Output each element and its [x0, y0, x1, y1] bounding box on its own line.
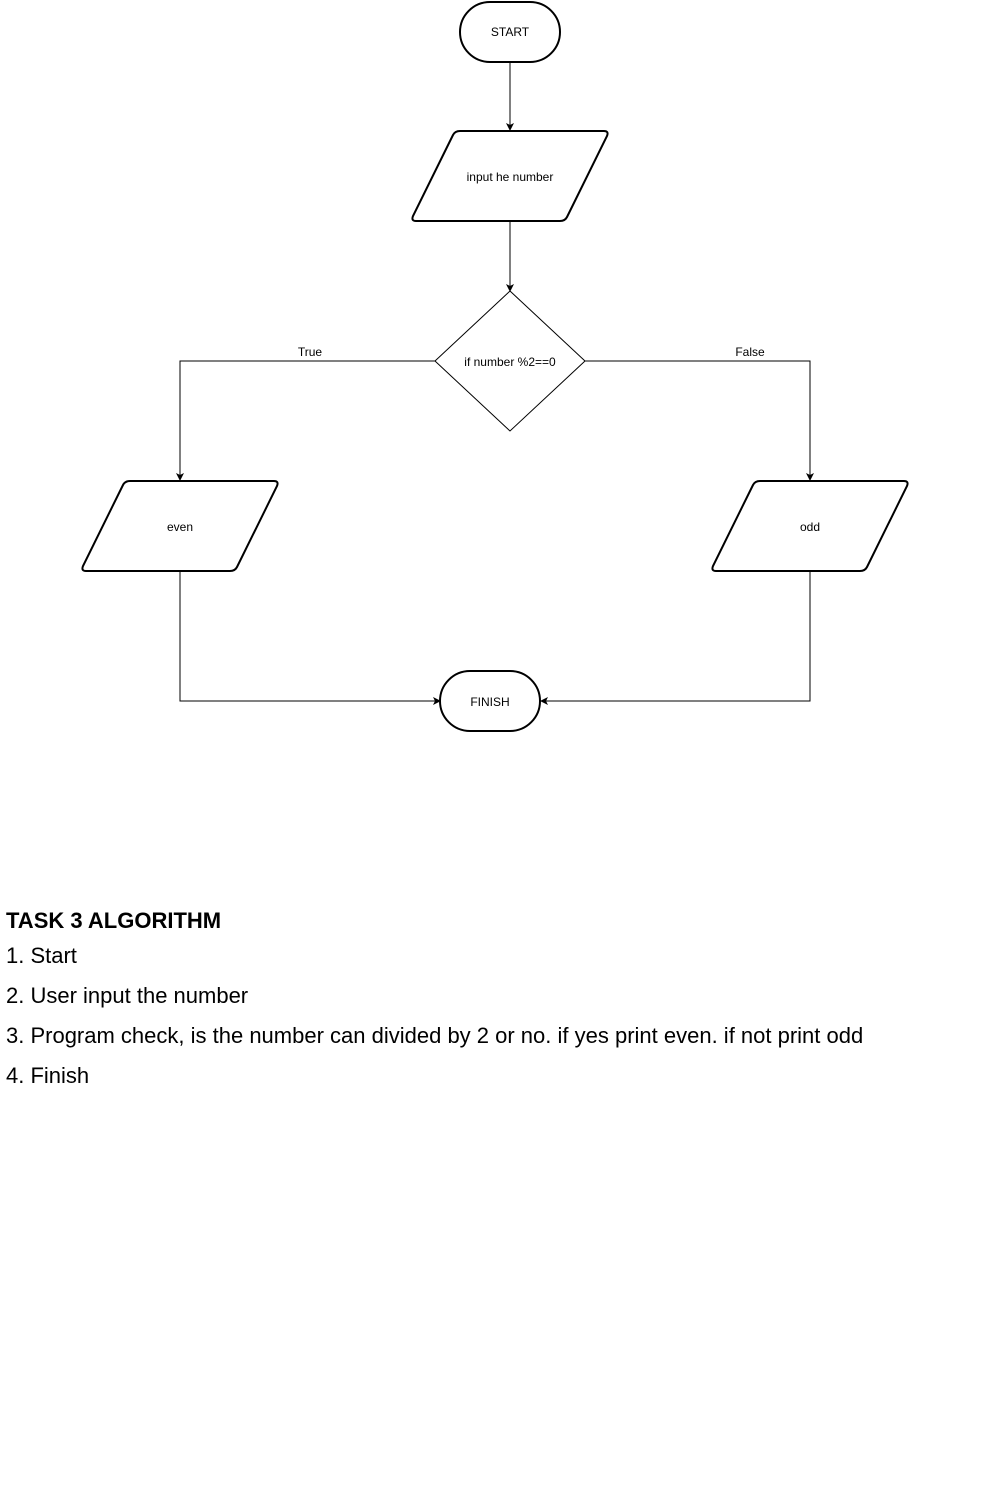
- algorithm-step-2: 2. User input the number: [6, 983, 249, 1008]
- node-start: START: [459, 1, 561, 63]
- algorithm-step-1: 1. Start: [6, 943, 77, 968]
- node-odd: odd: [711, 480, 909, 572]
- edge-odd-to-finish: [540, 572, 811, 705]
- node-input-label: input he number: [467, 170, 554, 184]
- flowchart-diagram: True False START input he number if numb…: [81, 1, 909, 732]
- algorithm-steps: 1. Start 2. User input the number 3. Pro…: [6, 936, 976, 1096]
- node-decision-label: if number %2==0: [464, 355, 556, 369]
- node-finish-label: FINISH: [470, 695, 509, 709]
- edge-label-false: False: [735, 345, 765, 359]
- algorithm-section: TASK 3 ALGORITHM 1. Start 2. User input …: [6, 906, 976, 1096]
- edge-decision-to-even: [176, 360, 435, 481]
- node-input: input he number: [411, 130, 609, 222]
- node-decision: if number %2==0: [434, 290, 586, 432]
- node-finish: FINISH: [439, 670, 541, 732]
- edge-even-to-finish: [179, 572, 441, 705]
- edge-decision-to-odd: [585, 360, 814, 481]
- algorithm-title: TASK 3 ALGORITHM: [6, 908, 222, 933]
- node-odd-label: odd: [800, 520, 820, 534]
- node-even-label: even: [167, 520, 193, 534]
- node-start-label: START: [491, 25, 530, 39]
- algorithm-step-4: 4. Finish: [6, 1063, 90, 1088]
- node-even: even: [81, 480, 279, 572]
- edge-label-true: True: [298, 345, 323, 359]
- algorithm-step-3: 3. Program check, is the number can divi…: [6, 1023, 864, 1048]
